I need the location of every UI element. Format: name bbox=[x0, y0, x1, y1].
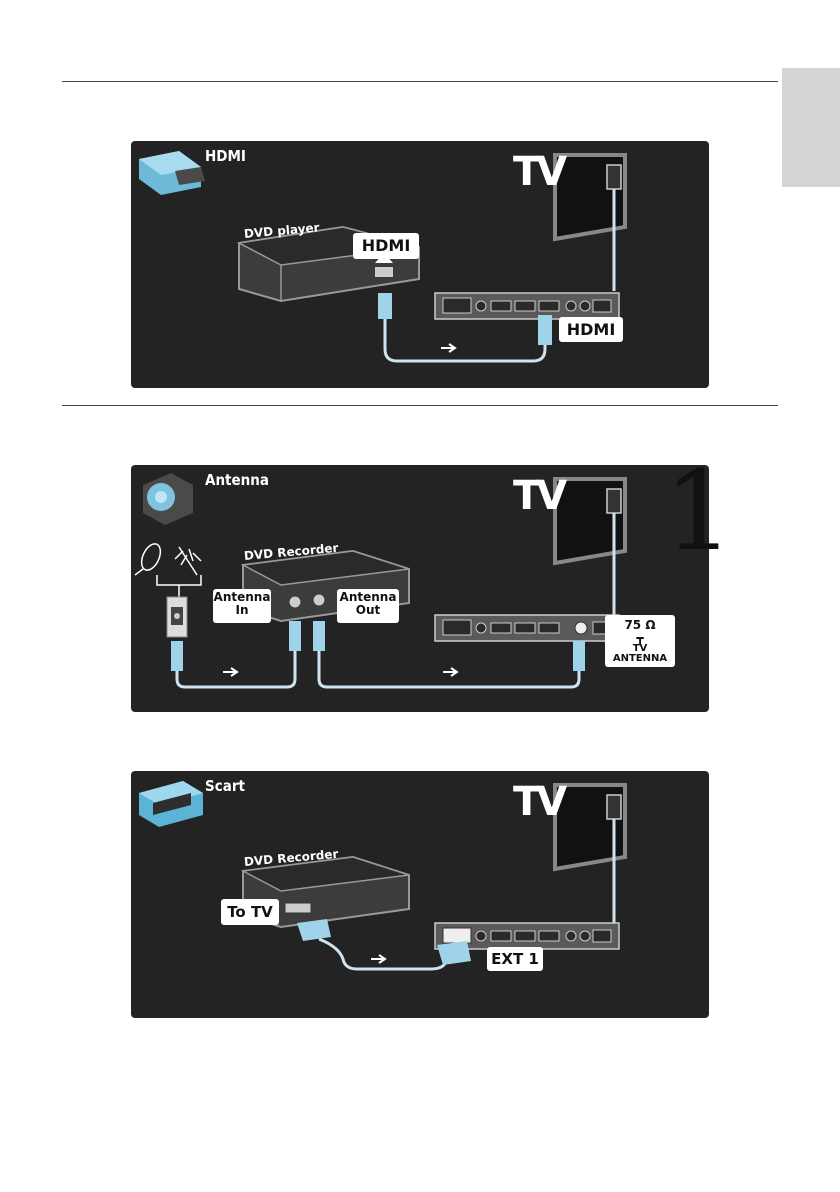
antenna-cable-in bbox=[171, 621, 301, 687]
tv-label: TV bbox=[513, 779, 563, 825]
antenna-connection-diagram: Antenna TV DVD Recorder Antenna In Anten… bbox=[131, 465, 709, 712]
satellite-dish-icon bbox=[135, 541, 164, 575]
tv-antenna-caption: TV ANTENNA bbox=[605, 644, 675, 665]
tv-connector-panel bbox=[435, 615, 619, 641]
wall-antenna-socket bbox=[167, 597, 187, 637]
scart-connection-diagram: Scart TV DVD Recorder To TV EXT 1 bbox=[131, 771, 709, 1018]
antenna-out-label: Antenna Out bbox=[337, 589, 399, 623]
antenna-in-label: Antenna In bbox=[213, 589, 271, 623]
section-divider-middle bbox=[62, 405, 778, 406]
hdmi-diagram-graphic bbox=[131, 141, 709, 388]
section-divider-top bbox=[62, 81, 778, 82]
antenna-plug-icon bbox=[143, 473, 193, 525]
hdmi-port-label-device: HDMI bbox=[353, 233, 419, 259]
scart-diagram-graphic bbox=[131, 771, 709, 1018]
chapter-tab bbox=[782, 68, 840, 187]
antenna-out-label-line2: Out bbox=[337, 604, 399, 617]
tv-label: TV bbox=[513, 149, 563, 195]
scart-to-tv-label: To TV bbox=[221, 899, 279, 925]
antenna-out-label-line1: Antenna bbox=[337, 591, 399, 604]
panel-title-hdmi: HDMI bbox=[205, 147, 246, 165]
aerial-icon bbox=[157, 547, 201, 597]
tv-connector-panel bbox=[435, 293, 619, 319]
tv-antenna-port-label: 75 Ω ┳ TV ANTENNA bbox=[605, 615, 675, 667]
tv-antenna-impedance: 75 Ω bbox=[605, 619, 675, 632]
antenna-in-label-line1: Antenna bbox=[213, 591, 271, 604]
hdmi-port-label-tv: HDMI bbox=[559, 317, 623, 342]
scart-plug-icon bbox=[139, 781, 203, 827]
tv-icon bbox=[555, 155, 625, 291]
tv-antenna-symbol-icon: ┳ bbox=[605, 632, 675, 644]
antenna-in-label-line2: In bbox=[213, 604, 271, 617]
tv-icon bbox=[555, 479, 625, 615]
page-marker: 1 bbox=[664, 456, 734, 566]
panel-title-scart: Scart bbox=[205, 777, 245, 795]
hdmi-icon bbox=[139, 151, 205, 195]
tv-label: TV bbox=[513, 473, 563, 519]
tv-icon bbox=[555, 785, 625, 923]
panel-title-antenna: Antenna bbox=[205, 471, 269, 489]
ext1-port-label: EXT 1 bbox=[487, 947, 543, 971]
hdmi-connection-diagram: HDMI TV DVD player HDMI HDMI bbox=[131, 141, 709, 388]
